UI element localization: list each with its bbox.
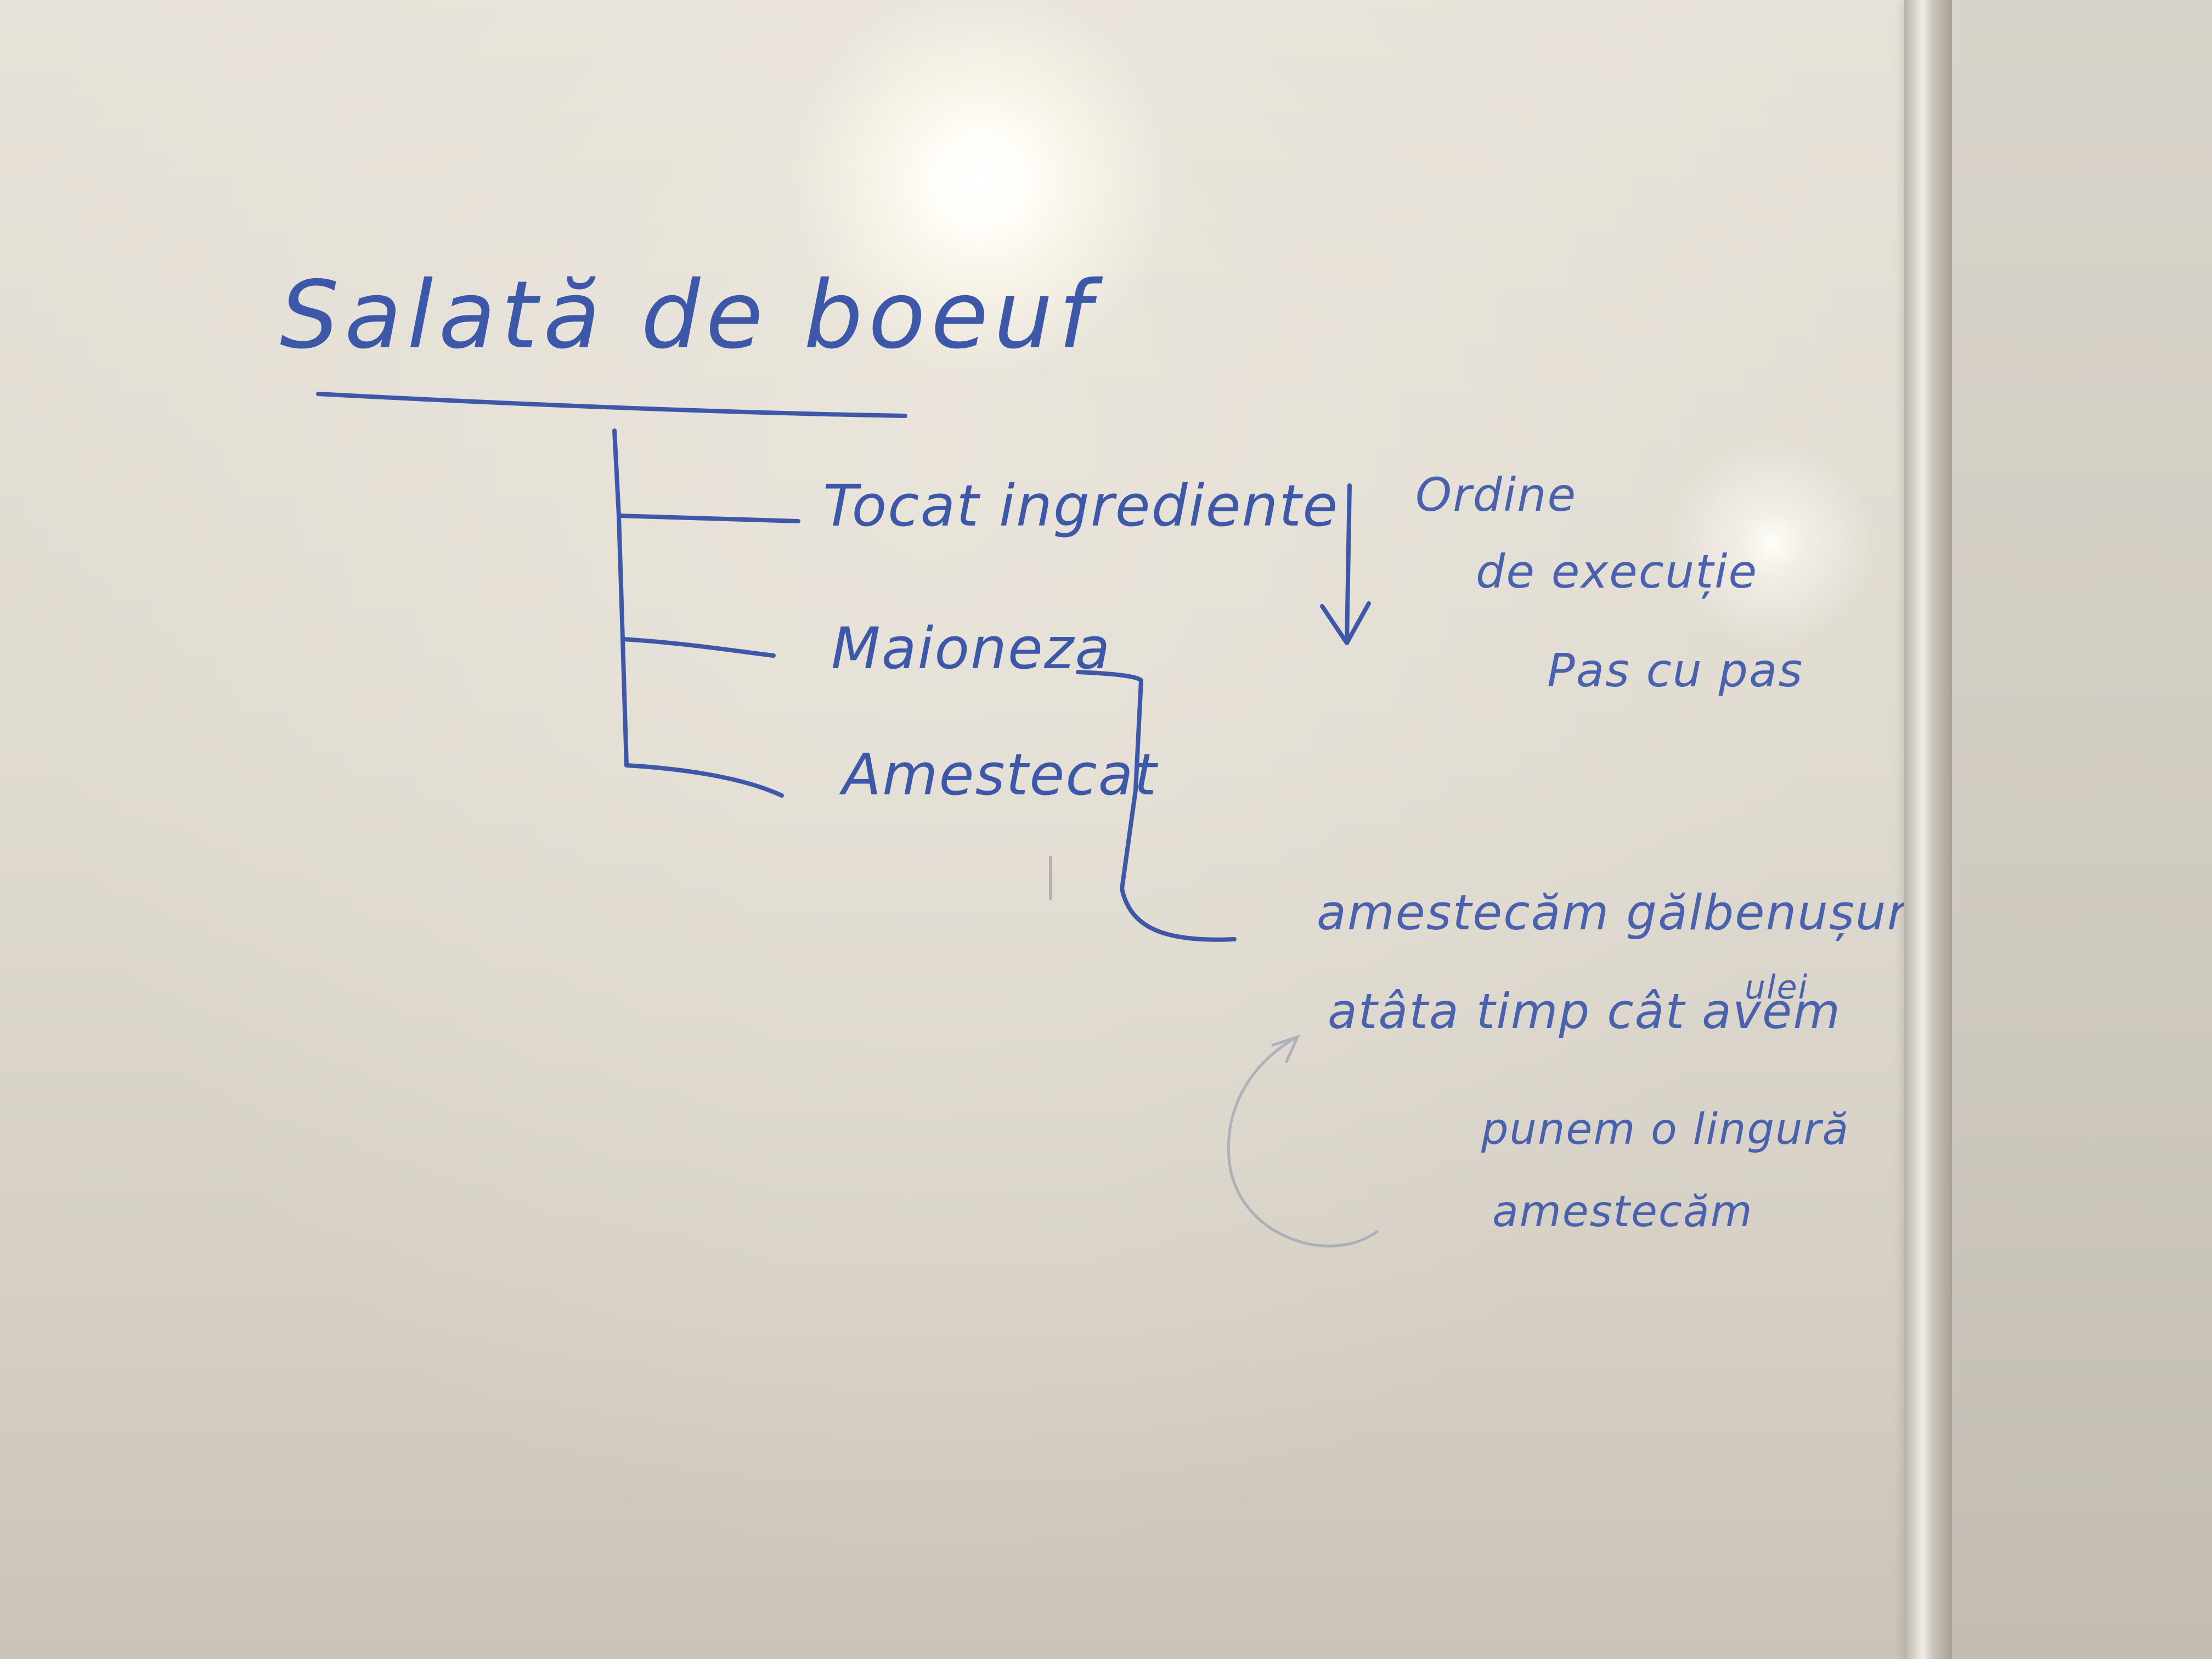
step-tocat: Tocat ingrediente: [823, 472, 1339, 539]
whiteboard-frame: [1904, 0, 1952, 1659]
loop-arrow-head: [1271, 1034, 1300, 1063]
marker-drawing: [316, 392, 1379, 1248]
branch-maioneza: [620, 637, 776, 658]
branch-tocat: [617, 514, 800, 523]
step-maioneza: Maioneza: [831, 615, 1111, 682]
recipe-title: Salată de boeuf: [280, 261, 1097, 370]
mayo-bracket: [1076, 670, 1237, 942]
loop-arrow: [1227, 1035, 1379, 1248]
branch-amestecat: [624, 763, 784, 798]
order-arrow-shaft: [1345, 483, 1352, 644]
tree-trunk: [612, 428, 629, 768]
mayo-note-line-4: punem o lingură: [1481, 1105, 1850, 1154]
title-underline: [316, 392, 907, 418]
order-note-line-1: Ordine: [1415, 468, 1577, 522]
mayo-note-line-5: amestecăm: [1492, 1187, 1753, 1237]
mayo-note-line-1: amestecăm gălbenușuri: [1317, 884, 1923, 941]
wall: [1952, 0, 2212, 1659]
mayo-note-line-3: ulei: [1745, 968, 1809, 1007]
mayo-note-line-2: atâta timp cât avem: [1328, 983, 1841, 1040]
order-note-line-3: Pas cu pas: [1547, 644, 1804, 697]
whiteboard: Salată de boeuf Tocat ingrediente Maione…: [0, 0, 1931, 1659]
order-note-line-2: de execuție: [1476, 545, 1758, 599]
order-arrow-head: [1320, 601, 1371, 645]
step-amestecat: Amestecat: [842, 741, 1158, 808]
